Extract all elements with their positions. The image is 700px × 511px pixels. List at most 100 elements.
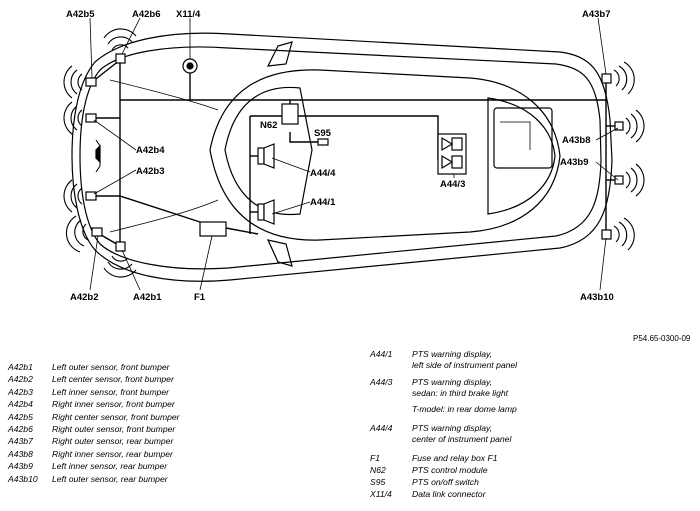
label-a44-1: A44/1 bbox=[310, 197, 336, 208]
legend-row-a44-3: A44/3 PTS warning display,sedan: in thir… bbox=[370, 377, 690, 415]
warning-display-a44-4 bbox=[257, 143, 275, 169]
rear-window bbox=[487, 97, 556, 215]
legend-desc: Right inner sensor, rear bumper bbox=[52, 448, 173, 459]
sensor-a43b9 bbox=[614, 175, 624, 185]
label-a42b4: A42b4 bbox=[136, 145, 165, 156]
legend-code: A42b5 bbox=[8, 411, 33, 422]
label-x11-4: X11/4 bbox=[176, 9, 201, 20]
legend-row-n62: N62 PTS control module bbox=[370, 465, 690, 476]
sunroof bbox=[493, 107, 553, 169]
legend-row-a44-4: A44/4 PTS warning display,center of inst… bbox=[370, 423, 690, 445]
legend-desc: PTS warning display, bbox=[412, 377, 493, 387]
legend-code: A44/1 bbox=[370, 349, 393, 359]
legend-desc: Fuse and relay box F1 bbox=[412, 453, 498, 463]
right-mirror bbox=[266, 41, 293, 67]
legend-code: A43b8 bbox=[8, 448, 33, 459]
legend-code: A42b2 bbox=[8, 374, 33, 385]
warning-display-a44-3 bbox=[437, 133, 467, 175]
legend-desc: T-model: in rear dome lamp bbox=[412, 404, 517, 414]
label-a43b7: A43b7 bbox=[582, 9, 611, 20]
legend-row: A42b5 Right center sensor, front bumper bbox=[8, 411, 328, 423]
legend-code: A42b1 bbox=[8, 362, 33, 372]
legend-row: A43b10 Left outer sensor, rear bumper bbox=[8, 473, 328, 485]
wave-a43b8 bbox=[625, 109, 645, 143]
legend-code: A43b9 bbox=[8, 461, 33, 472]
legend-row-x11-4: X11/4 Data link connector bbox=[370, 489, 690, 500]
legend-code: A42b4 bbox=[8, 399, 33, 410]
sensor-a43b8 bbox=[614, 121, 624, 131]
figure-reference: P54.65-0300-09 bbox=[633, 334, 691, 343]
front-indicator bbox=[95, 144, 101, 164]
pts-switch-s95 bbox=[317, 138, 329, 146]
label-a42b5: A42b5 bbox=[66, 9, 95, 20]
legend-code: A44/4 bbox=[370, 423, 393, 433]
legend-desc: Right outer sensor, rear bumper bbox=[52, 436, 174, 447]
legend-row: A42b3 Left inner sensor, front bumper bbox=[8, 386, 328, 398]
warning-display-a44-1 bbox=[257, 199, 275, 225]
sensor-a42b4 bbox=[85, 113, 97, 123]
legend-desc: Left inner sensor, rear bumper bbox=[52, 461, 168, 472]
legend-desc: center of instrument panel bbox=[412, 434, 512, 444]
car-body-outline bbox=[71, 32, 613, 282]
legend-row: A42b4 Right inner sensor, front bumper bbox=[8, 398, 328, 410]
sensor-a42b2 bbox=[91, 227, 103, 237]
legend-desc: Left outer sensor, front bumper bbox=[52, 362, 170, 372]
label-a43b8: A43b8 bbox=[562, 135, 591, 146]
label-a42b6: A42b6 bbox=[132, 9, 161, 20]
legend-code: S95 bbox=[370, 477, 386, 487]
legend-desc: Right center sensor, front bumper bbox=[52, 411, 180, 422]
label-a42b2: A42b2 bbox=[70, 292, 99, 303]
legend-desc: Right outer sensor, front bumper bbox=[52, 423, 176, 434]
legend-row: A43b8 Right inner sensor, rear bumper bbox=[8, 448, 328, 460]
pts-wiring-diagram: A42b5 A42b6 X11/4 A43b7 N62 S95 A42b4 A4… bbox=[63, 9, 645, 303]
legend-row: A43b9 Left inner sensor, rear bumper bbox=[8, 460, 328, 472]
legend-desc: Left inner sensor, front bumper bbox=[52, 386, 170, 397]
legend-row: A42b1 Left outer sensor, front bumper bbox=[8, 361, 328, 373]
legend-desc: Right inner sensor, front bumper bbox=[52, 399, 175, 410]
legend-desc: Left outer sensor, rear bumper bbox=[52, 473, 168, 484]
legend-row-s95: S95 PTS on/off switch bbox=[370, 477, 690, 488]
legend-row: A42b6 Right outer sensor, front bumper bbox=[8, 423, 328, 435]
fuse-relay-box-f1 bbox=[199, 221, 227, 237]
left-mirror bbox=[266, 239, 293, 267]
legend-desc: Left center sensor, front bumper bbox=[52, 374, 174, 385]
label-s95: S95 bbox=[314, 128, 332, 139]
wave-a42b4 bbox=[63, 101, 83, 135]
label-a43b9: A43b9 bbox=[560, 157, 589, 168]
legend-code: X11/4 bbox=[370, 489, 392, 499]
legend-desc: sedan: in third brake light bbox=[412, 388, 509, 398]
sensor-a43b7 bbox=[601, 73, 612, 84]
legend-desc: Data link connector bbox=[412, 489, 486, 499]
label-a43b10: A43b10 bbox=[580, 292, 614, 303]
legend-row-f1: F1 Fuse and relay box F1 bbox=[370, 453, 690, 464]
legend-code: F1 bbox=[370, 453, 381, 463]
legend-desc: PTS warning display, bbox=[412, 349, 493, 359]
legend-row-a44-1: A44/1 PTS warning display,left side of i… bbox=[370, 349, 690, 371]
pts-control-module-n62 bbox=[281, 103, 299, 125]
legend-row: A43b7 Right outer sensor, rear bumper bbox=[8, 435, 328, 447]
legend-code: A42b6 bbox=[8, 423, 33, 434]
legend-code: A43b7 bbox=[8, 436, 33, 447]
label-a42b1: A42b1 bbox=[133, 292, 162, 303]
label-a44-4: A44/4 bbox=[310, 168, 336, 179]
legend-sensors: A42b1 Left outer sensor, front bumper A42… bbox=[8, 361, 328, 485]
wave-a43b7 bbox=[613, 61, 635, 95]
wave-a43b9 bbox=[625, 163, 645, 197]
legend-desc: left side of instrument panel bbox=[412, 360, 518, 370]
label-f1: F1 bbox=[194, 292, 206, 303]
legend-code: A42b3 bbox=[8, 386, 33, 397]
legend-code: A43b10 bbox=[8, 473, 38, 484]
wave-a42b6 bbox=[103, 28, 137, 51]
sensor-a42b1 bbox=[115, 241, 126, 252]
sensor-a42b6 bbox=[115, 53, 126, 64]
legend-code: A44/3 bbox=[370, 377, 393, 387]
car-body-inner bbox=[79, 46, 602, 270]
wave-a42b2 bbox=[65, 215, 89, 253]
legend-components: A44/1 PTS warning display,left side of i… bbox=[370, 349, 690, 500]
cabin-outline bbox=[209, 69, 561, 241]
label-a44-3: A44/3 bbox=[440, 179, 465, 190]
legend-desc: PTS on/off switch bbox=[412, 477, 479, 487]
sensor-a42b5 bbox=[85, 77, 97, 87]
legend-row: A42b2 Left center sensor, front bumper bbox=[8, 373, 328, 385]
wave-a42b5 bbox=[63, 65, 83, 99]
